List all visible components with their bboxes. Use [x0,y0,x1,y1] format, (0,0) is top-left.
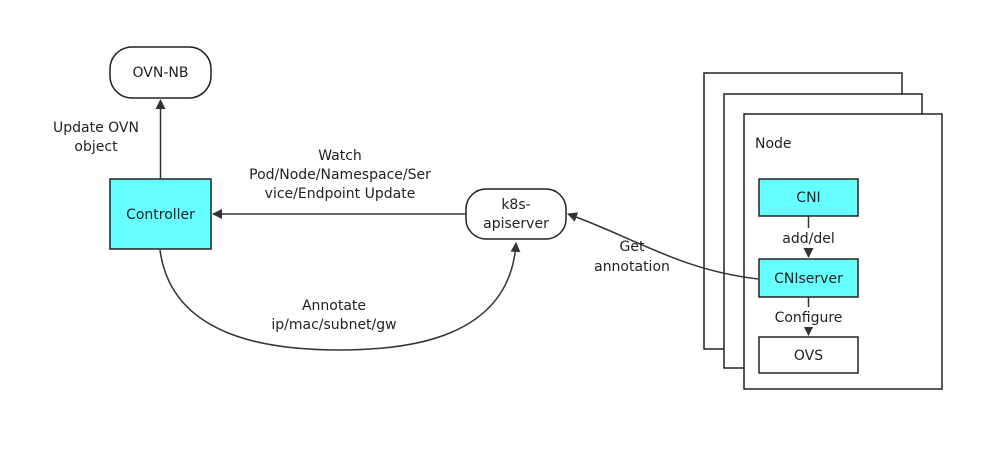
ovn-nb-label: OVN-NB [133,65,189,81]
k8s-apiserver-label-line-1: k8s- [501,197,530,213]
add-del-label-background [778,228,840,248]
controller-node [109,178,212,250]
cniserver-label: CNIserver [774,271,843,287]
cni-label: CNI [796,190,820,206]
configure-label: Configure [775,310,843,326]
annotate-curve-arrow [159,242,521,351]
configure-label-background [770,307,847,327]
ovn-nb-node [109,46,212,99]
get-annotation-label-line-2: annotation [594,259,670,275]
annotate-label-line-1: Annotate [302,298,366,314]
get-annotation-arrow [567,212,759,280]
update-ovn-label-line-2: object [74,139,118,155]
cniserver-node [758,258,859,298]
watch-label-line-3: vice/Endpoint Update [265,186,416,202]
get-annotation-label-line-1: Get [620,239,645,255]
annotate-label-line-2: ip/mac/subnet/gw [271,317,396,333]
update-ovn-label-line-1: Update OVN [53,120,139,136]
ovs-node [758,336,859,374]
watch-label-line-2: Pod/Node/Namespace/Ser [249,167,431,183]
watch-label-line-1: Watch [318,148,362,164]
node-title: Node [755,136,792,152]
k8s-apiserver-label-line-2: apiserver [483,216,549,232]
controller-label: Controller [126,207,195,223]
add-del-label: add/del [782,231,834,247]
cni-node [758,178,859,217]
ovs-label: OVS [794,348,823,364]
